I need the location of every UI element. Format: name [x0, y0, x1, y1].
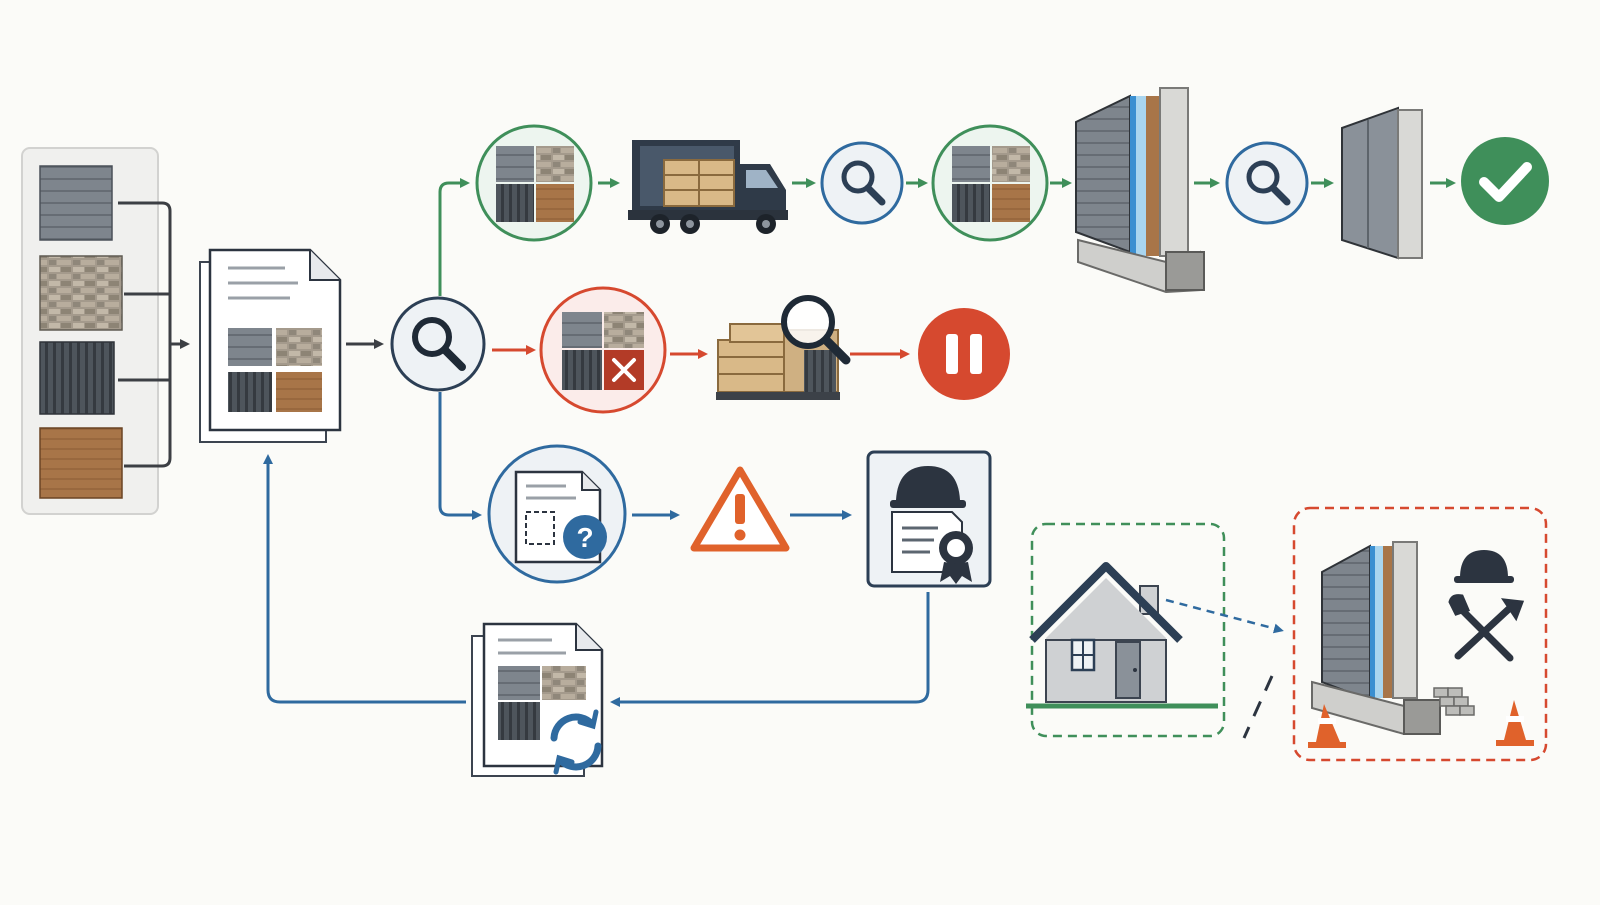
- context-divider-mark: [1242, 675, 1274, 739]
- delivery-truck-icon: [628, 140, 788, 234]
- rejected-material-set-icon: [539, 286, 667, 414]
- house-icon: [1029, 562, 1183, 703]
- warning-triangle-icon: [690, 466, 790, 552]
- return-to-resubmittal-connector: [610, 592, 930, 707]
- inspection-magnifier-icon: [820, 141, 904, 225]
- hard-hat-icon: [1454, 550, 1514, 583]
- final-inspection-magnifier-icon: [1225, 141, 1309, 225]
- svg-text:?: ?: [576, 522, 593, 553]
- approved-material-set-icon: [475, 124, 593, 242]
- site-work-context-panel: [1292, 506, 1548, 762]
- metal-panel-icon: [39, 165, 113, 241]
- branch-approved-connector: [438, 178, 470, 296]
- tools-icon: [1448, 594, 1525, 662]
- verified-material-set-icon: [931, 124, 1049, 242]
- revised-document-icon: [471, 622, 604, 777]
- refresh-icon: [550, 709, 602, 775]
- engineer-certificate-icon: [866, 450, 992, 588]
- branch-query-connector: [438, 392, 482, 520]
- resubmittal-to-submittal-connector: [263, 454, 466, 704]
- wood-plank-icon: [39, 427, 123, 499]
- existing-building-context-panel: [1026, 522, 1226, 738]
- review-magnifier-node: [390, 296, 486, 392]
- submittal-package-icon: [199, 248, 342, 443]
- crate-inspection-icon: [716, 295, 851, 400]
- document-question-icon: ?: [487, 444, 627, 584]
- material-samples-panel: [21, 147, 159, 515]
- hold-pause-icon: [918, 308, 1010, 400]
- context-link-connector: [1165, 598, 1284, 634]
- wall-section-icon: [1311, 541, 1475, 736]
- approved-check-icon: [1461, 137, 1549, 225]
- traffic-cone-icon-right: [1496, 700, 1534, 746]
- finished-panel-icon: [1341, 106, 1423, 260]
- stone-veneer-icon: [39, 255, 123, 331]
- samples-bracket-connector: [118, 201, 190, 468]
- ribbed-panel-icon: [39, 341, 115, 415]
- traffic-cone-icon-left: [1308, 704, 1346, 748]
- wall-assembly-section-icon: [1075, 87, 1205, 294]
